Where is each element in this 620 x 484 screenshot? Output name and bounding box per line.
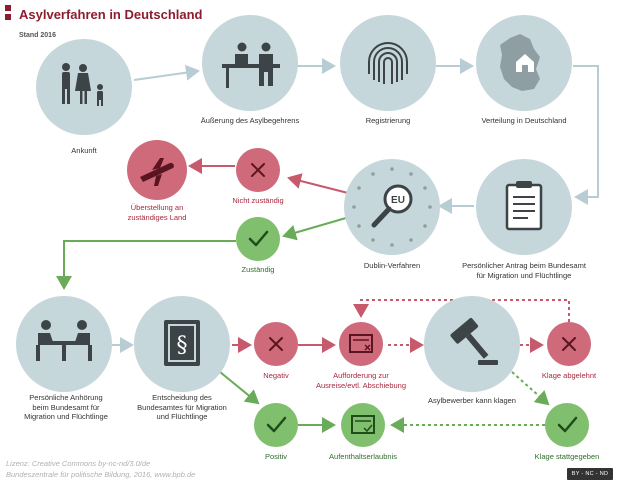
label-aufforderung-line-2: Ausreise/evtl. Abschiebung bbox=[315, 380, 407, 390]
label-negativ: Negativ bbox=[263, 371, 289, 380]
label-antrag-line-1: Persönlicher Antrag beim Bundesamt bbox=[462, 261, 586, 270]
check-icon bbox=[266, 416, 287, 433]
label-anhoerung: Persönliche Anhörung beim Bundesamt für … bbox=[24, 393, 108, 422]
label-dublin: Dublin-Verfahren bbox=[363, 261, 421, 270]
cross-icon bbox=[562, 337, 576, 351]
label-positiv: Positiv bbox=[264, 452, 288, 461]
airplane-icon bbox=[140, 158, 174, 186]
node-aufforderung bbox=[339, 322, 383, 366]
brand-square-icon bbox=[5, 14, 11, 20]
label-antrag-line-2: für Migration und Flüchtlinge bbox=[476, 270, 572, 280]
label-ankunft: Ankunft bbox=[71, 146, 97, 155]
arrow-dublin-nichtzustaendig bbox=[287, 173, 349, 194]
arrow-klagen-stattgegeben bbox=[511, 371, 550, 406]
arrow-ankunft-aeusserung bbox=[133, 64, 200, 81]
cc-license-badge[interactable]: BY - NC - ND bbox=[567, 468, 613, 480]
label-ueberstellung-line-1: Überstellung an bbox=[130, 203, 184, 212]
fingerprint-icon bbox=[368, 42, 408, 84]
family-icon bbox=[62, 63, 103, 106]
label-zustaendig: Zuständig bbox=[241, 265, 275, 274]
label-ueberstellung-line-2: zuständiges Land bbox=[127, 212, 187, 222]
arrow-verteilung-antrag bbox=[573, 65, 599, 205]
label-nicht-zustaendig: Nicht zuständig bbox=[232, 196, 284, 205]
eu-magnifier-icon: EU bbox=[352, 167, 432, 247]
cross-icon bbox=[269, 337, 283, 351]
node-klage-stattgegeben bbox=[545, 403, 589, 447]
label-entscheidung-line-3: und Flüchtlinge bbox=[156, 412, 208, 421]
label-antrag: Persönlicher Antrag beim Bundesamt für M… bbox=[462, 261, 586, 280]
label-entscheidung-line-1: Entscheidung des bbox=[152, 393, 212, 402]
label-entscheidung: Entscheidung des Bundesamtes für Migrati… bbox=[137, 393, 227, 422]
gavel-icon bbox=[450, 318, 498, 365]
letter-cross-icon bbox=[349, 334, 373, 353]
label-anhoerung-line-2: beim Bundesamt für bbox=[32, 402, 100, 412]
germany-map-house-icon bbox=[500, 34, 540, 91]
footer-license: Lizenz: Creative Commons by-nc-nd/3.0/de bbox=[6, 459, 151, 468]
brand-square-icon bbox=[5, 5, 11, 11]
label-klage-stattgegeben: Klage stattgegeben bbox=[534, 452, 600, 461]
label-klage-abgelehnt: Klage abgelehnt bbox=[541, 371, 597, 380]
check-icon bbox=[248, 230, 269, 247]
node-positiv bbox=[254, 403, 298, 447]
label-entscheidung-line-2: Bundesamtes für Migration bbox=[137, 402, 227, 412]
dublin-badge-text: EU bbox=[391, 195, 405, 206]
page-title: Asylverfahren in Deutschland bbox=[19, 7, 203, 22]
label-klagen: Asylbewerber kann klagen bbox=[428, 396, 516, 405]
label-anhoerung-line-1: Persönliche Anhörung bbox=[29, 393, 103, 402]
label-registrierung: Registrierung bbox=[365, 116, 411, 125]
arrow-dublin-zustaendig bbox=[282, 217, 347, 241]
label-aufforderung: Aufforderung zur Ausreise/evtl. Abschieb… bbox=[316, 371, 406, 390]
footer-source: Bundeszentrale für politische Bildung, 2… bbox=[6, 470, 196, 479]
label-aufforderung-line-1: Aufforderung zur bbox=[333, 371, 389, 380]
letter-check-icon bbox=[351, 415, 375, 434]
clipboard-icon bbox=[505, 181, 543, 231]
page-subtitle: Stand 2016 bbox=[19, 32, 56, 39]
node-aeusserung bbox=[202, 15, 298, 111]
arrow-entscheidung-positiv bbox=[219, 371, 260, 405]
label-ueberstellung: Überstellung an zuständiges Land bbox=[128, 203, 187, 222]
node-registrierung bbox=[340, 15, 436, 111]
label-anhoerung-line-3: Migration und Flüchtlinge bbox=[24, 412, 108, 421]
arrow-zustaendig-anhoerung bbox=[56, 240, 236, 290]
label-aeusserung: Äußerung des Asylbegehrens bbox=[200, 116, 300, 125]
counter-people-icon bbox=[222, 42, 280, 88]
label-aufenthaltserlaubnis: Aufenthaltserlaubnis bbox=[329, 452, 397, 461]
law-book-icon: § bbox=[164, 320, 200, 366]
node-aufenthaltserlaubnis bbox=[341, 403, 385, 447]
check-icon bbox=[557, 416, 578, 433]
label-verteilung: Verteilung in Deutschland bbox=[481, 116, 567, 125]
node-zustaendig bbox=[236, 217, 280, 261]
flow-arrows bbox=[56, 58, 599, 433]
cross-icon bbox=[251, 163, 265, 177]
interview-icon bbox=[36, 320, 92, 361]
svg-text:§: § bbox=[177, 333, 188, 358]
